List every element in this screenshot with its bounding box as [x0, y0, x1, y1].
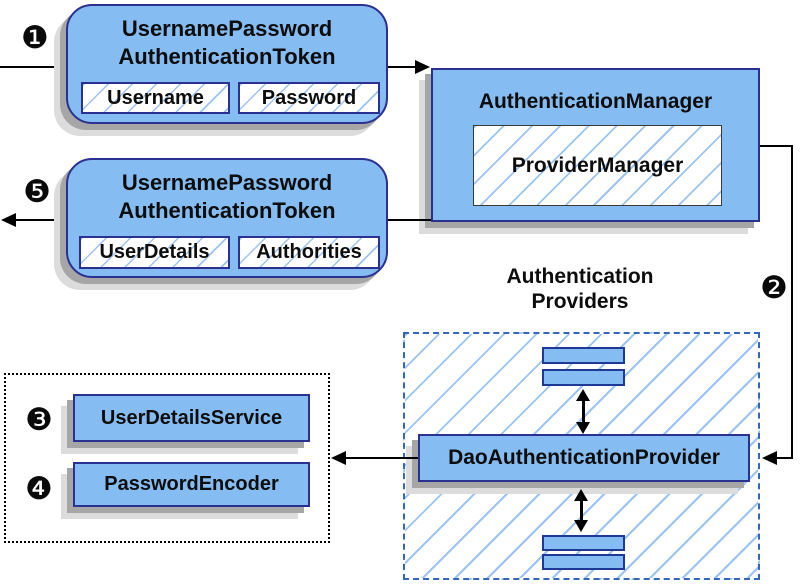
dao-authentication-provider-box: DaoAuthenticationProvider — [418, 434, 750, 482]
dao-to-services-line — [345, 457, 418, 459]
arrow-left-icon — [762, 451, 777, 465]
username-password-token-request-box: UsernamePassword AuthenticationToken Use… — [66, 4, 388, 124]
provider-placeholder-bar — [542, 535, 625, 551]
step-1-badge: ❶ — [21, 20, 49, 56]
authorities-field-box: Authorities — [238, 236, 380, 269]
response-flow-line — [13, 219, 66, 221]
services-region — [4, 373, 330, 543]
double-arrow-shaft — [579, 498, 583, 524]
provider-placeholder-bar — [542, 347, 625, 364]
username-password-token-response-box: UsernamePassword AuthenticationToken Use… — [66, 158, 388, 278]
authentication-providers-label: Authentication Providers — [455, 264, 705, 314]
provider-placeholder-bar — [542, 369, 625, 386]
arrow-right-icon — [415, 60, 430, 74]
response-link-line — [388, 219, 431, 221]
authentication-providers-label-line1: Authentication — [506, 265, 654, 288]
arrow-down-icon — [576, 422, 590, 434]
user-details-service-box: UserDetailsService — [73, 394, 310, 442]
step-3-badge: ❸ — [25, 402, 53, 438]
user-details-field-box: UserDetails — [79, 236, 230, 269]
token-response-title-line1: UsernamePassword — [121, 170, 333, 195]
token-response-title: UsernamePassword AuthenticationToken — [68, 169, 386, 225]
step-2-connector-bottom — [776, 457, 793, 459]
password-encoder-box: PasswordEncoder — [73, 462, 310, 507]
step-2-connector-vertical — [791, 145, 793, 459]
step-5-badge: ❺ — [23, 174, 51, 210]
arrow-down-icon — [574, 520, 588, 532]
token-request-title-line2: AuthenticationToken — [118, 44, 336, 69]
provider-placeholder-bar — [542, 554, 625, 570]
username-field-box: Username — [81, 82, 230, 114]
token-response-title-line2: AuthenticationToken — [118, 198, 336, 223]
arrow-left-icon — [331, 451, 346, 465]
authentication-manager-title: AuthenticationManager — [478, 90, 713, 113]
token-request-title: UsernamePassword AuthenticationToken — [68, 15, 386, 71]
double-arrow-shaft — [581, 398, 585, 425]
provider-manager-box: ProviderManager — [473, 125, 722, 206]
authentication-manager-box: AuthenticationManager ProviderManager — [431, 68, 760, 222]
authentication-providers-label-line2: Providers — [531, 290, 629, 313]
step-2-badge: ❷ — [760, 270, 788, 306]
arrow-left-icon — [1, 213, 16, 227]
arrow-up-icon — [574, 489, 588, 501]
token-request-title-line1: UsernamePassword — [121, 16, 333, 41]
arrow-up-icon — [576, 389, 590, 401]
step-4-badge: ❹ — [25, 471, 53, 507]
step-2-connector-top — [760, 145, 793, 147]
password-field-box: Password — [238, 82, 380, 114]
